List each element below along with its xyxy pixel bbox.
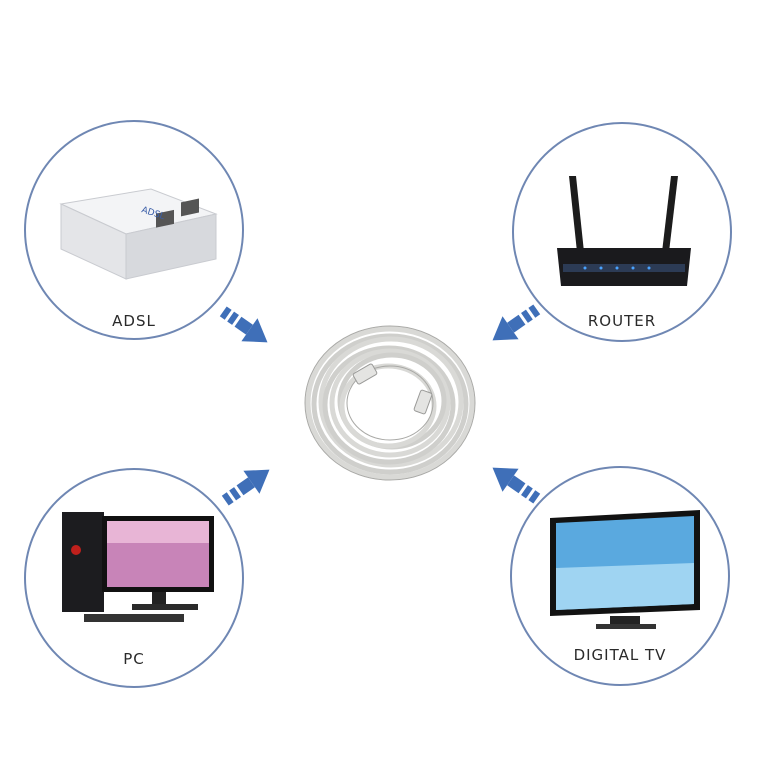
node-pc: PC [24,468,244,688]
cable-coil-icon [304,325,476,481]
node-router: ROUTER [512,122,732,342]
node-label-pc: PC [123,650,145,668]
splitter-icon: ADSL [59,188,218,280]
arrow-router-to-cable-icon [492,304,541,341]
tv-icon [550,510,700,629]
node-adsl: ADSL ADSL [24,120,244,340]
router-icon [557,176,691,286]
desktop-pc-icon [62,512,214,622]
arrow-tv-to-cable-icon [492,467,541,504]
node-label-tv: DIGITAL TV [573,646,667,664]
arrow-pc-to-cable-icon [221,469,270,506]
node-label-router: ROUTER [587,312,657,330]
arrow-adsl-to-cable-icon [219,306,268,343]
node-tv: DIGITAL TV [510,466,730,686]
node-label-adsl: ADSL [112,312,156,330]
